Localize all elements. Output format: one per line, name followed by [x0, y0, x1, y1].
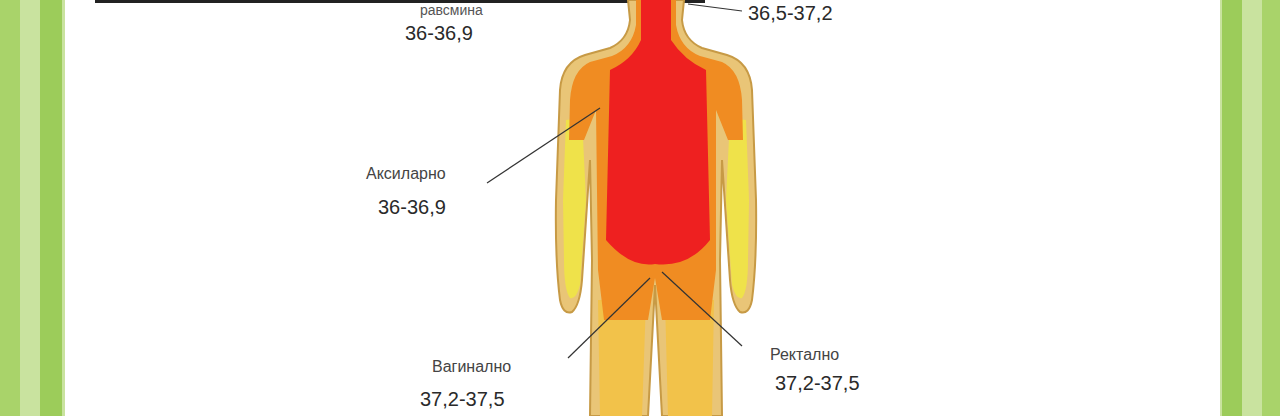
arm-zone [563, 118, 586, 298]
temperature-range: 37,2-37,5 [775, 372, 860, 394]
panel [65, 0, 1220, 416]
body-outline [556, 0, 756, 416]
temperature-range: 36,5-37,2 [748, 2, 833, 24]
side-bar [40, 0, 62, 416]
side-bar [1222, 0, 1242, 416]
side-bar [1262, 0, 1280, 416]
leader-line [487, 108, 600, 183]
site-label: Аксиларно [366, 165, 446, 183]
leader-line [688, 4, 742, 11]
leader-line [662, 272, 742, 346]
warm-zone [569, 0, 743, 320]
leader-line [568, 278, 650, 358]
site-label: Вагинално [432, 358, 511, 376]
arm-zone [726, 118, 749, 298]
temperature-range: 37,2-37,5 [420, 388, 505, 410]
top-edge [95, 0, 705, 3]
site-label: равсмина [420, 3, 483, 18]
side-bar [0, 0, 20, 416]
site-label: Ректално [770, 346, 839, 364]
temperature-range: 36-36,9 [378, 196, 446, 218]
core-zone [606, 0, 710, 265]
temperature-range: 36-36,9 [405, 22, 473, 44]
